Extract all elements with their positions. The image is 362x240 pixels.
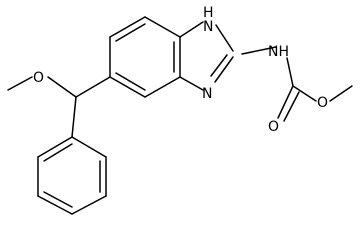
atom-label-o-ether: O: [33, 70, 44, 86]
bond: [329, 85, 353, 102]
bond: [144, 16, 181, 38]
double-bond: [115, 72, 146, 91]
bond: [292, 85, 317, 102]
bond: [109, 16, 146, 38]
double-bond: [43, 191, 73, 208]
double-bond: [283, 91, 300, 122]
bond: [71, 136, 107, 158]
bond: [214, 56, 234, 83]
carbamate-chain: [241, 46, 353, 122]
bond: [7, 76, 33, 91]
benzene-ring-fused: [109, 16, 181, 98]
atom-label-n-nh: N: [203, 19, 213, 35]
bond: [109, 76, 146, 98]
methoxy-benzyl-group: [7, 76, 111, 138]
atom-label-n-ring: N: [202, 86, 212, 102]
bond: [179, 21, 204, 38]
bond: [37, 136, 73, 158]
double-bond: [115, 23, 146, 42]
bond: [286, 57, 294, 87]
bond: [179, 76, 204, 91]
atom-label-o-carbonyl: O: [268, 119, 279, 135]
bond: [215, 24, 234, 52]
chemical-structure-canvas: H N N NH O O O: [7, 5, 353, 215]
atom-label-nh-amide: NH: [268, 44, 289, 60]
bond: [144, 76, 181, 98]
imidazole-ring: [179, 21, 234, 91]
atom-label-h: H: [203, 5, 214, 21]
bond: [37, 195, 73, 215]
bond: [241, 46, 277, 55]
bond: [71, 96, 77, 138]
bond: [47, 76, 77, 98]
bond: [75, 76, 111, 98]
bond: [71, 195, 107, 215]
atom-label-o-ester: O: [317, 95, 328, 111]
phenyl-ring: [37, 136, 107, 215]
double-bond: [43, 143, 73, 162]
molecule-diagram: H N N NH O O O: [7, 5, 353, 215]
double-bond: [210, 54, 228, 77]
bond: [277, 85, 294, 119]
